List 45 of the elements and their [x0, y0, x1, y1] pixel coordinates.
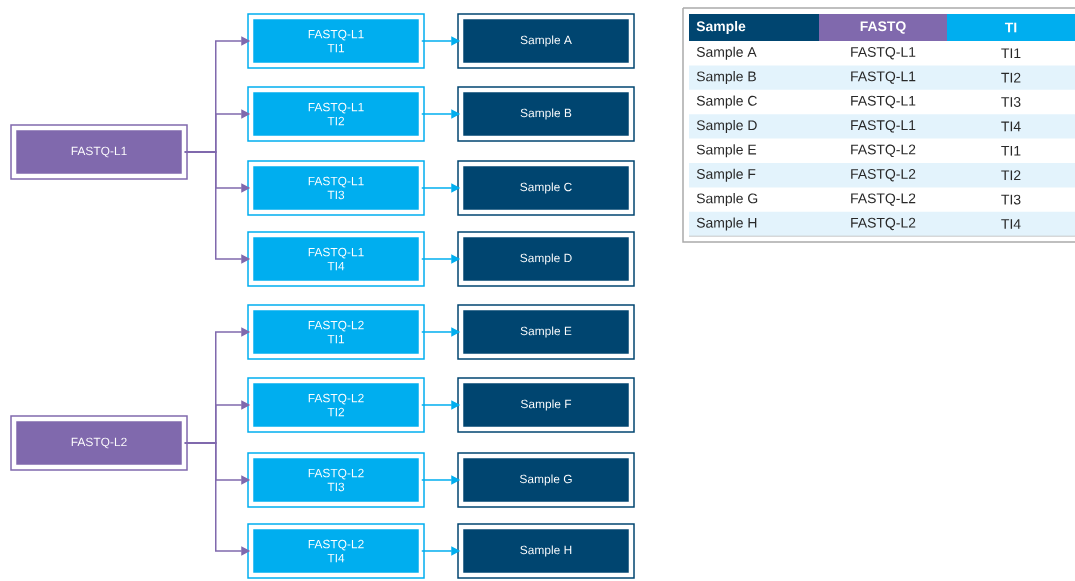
- sample-name: Sample D: [696, 119, 757, 133]
- index-box: FASTQ-L2 TI3: [247, 452, 425, 508]
- index-box: FASTQ-L1 TI2: [247, 86, 425, 142]
- sample-name: Sample B: [696, 71, 756, 85]
- file-name: FASTQ-L2: [851, 217, 916, 231]
- sample-name: Sample A: [696, 46, 757, 60]
- index-name: TI2: [1001, 170, 1021, 181]
- sample-name: Sample F: [696, 168, 756, 182]
- file-name: FASTQ-L2: [851, 193, 916, 206]
- sample-name: Sample C: [696, 95, 757, 109]
- sample-box: Sample H: [457, 523, 635, 579]
- sample-box: Sample G: [457, 452, 635, 508]
- sample-name: Sample G: [696, 193, 758, 207]
- index-name: TI3: [1001, 97, 1021, 107]
- source-box: FASTQ-L2: [10, 415, 188, 471]
- index-name: TI2: [1001, 72, 1021, 83]
- sample-box: Sample D: [457, 231, 635, 287]
- index-name: TI4: [1001, 121, 1021, 132]
- sample-box: Sample E: [457, 304, 635, 360]
- sample-box: Sample A: [457, 13, 635, 69]
- sample-name: Sample E: [696, 144, 757, 158]
- index-box: FASTQ-L2 TI2: [247, 377, 425, 433]
- column-header: FASTQ: [819, 14, 947, 41]
- sample-box: Sample F: [457, 377, 635, 433]
- file-name: FASTQ-L2: [851, 144, 916, 157]
- index-box: FASTQ-L2 TI1: [247, 304, 425, 360]
- file-name: FASTQ-L1: [851, 71, 916, 84]
- file-name: FASTQ-L1: [851, 95, 916, 109]
- index-box: FASTQ-L1 TI4: [247, 231, 425, 287]
- index-box: FASTQ-L1 TI1: [247, 13, 425, 69]
- source-box: FASTQ-L1: [10, 124, 188, 180]
- index-name: TI1: [1001, 48, 1021, 58]
- file-name: FASTQ-L1: [851, 120, 916, 133]
- sample-box: Sample C: [457, 160, 635, 216]
- index-name: TI1: [1001, 146, 1021, 156]
- index-box: FASTQ-L2 TI4: [247, 523, 425, 579]
- index-name: TI4: [1001, 219, 1021, 229]
- column-header: TI: [947, 14, 1075, 41]
- file-name: FASTQ-L2: [851, 169, 916, 182]
- sample-box: Sample B: [457, 86, 635, 142]
- index-box: FASTQ-L1 TI3: [247, 160, 425, 216]
- index-name: TI3: [1001, 194, 1021, 205]
- column-header: Sample: [689, 14, 819, 41]
- sample-name: Sample H: [696, 217, 757, 231]
- file-name: FASTQ-L1: [851, 47, 916, 60]
